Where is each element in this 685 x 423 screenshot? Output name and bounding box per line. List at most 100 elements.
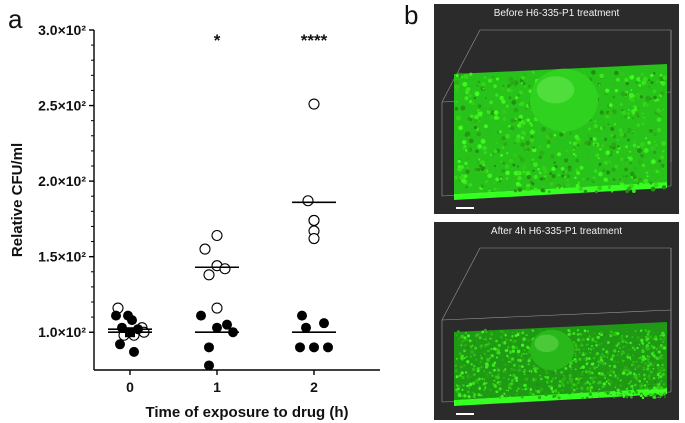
surface-texture-dot xyxy=(613,360,616,363)
surface-texture-dot xyxy=(520,357,525,361)
surface-texture-dot xyxy=(471,101,476,106)
surface-texture-dot xyxy=(607,123,610,126)
surface-texture-dot xyxy=(601,125,607,130)
surface-texture-dot xyxy=(473,96,477,100)
surface-texture-dot xyxy=(485,343,488,346)
surface-texture-dot xyxy=(551,166,556,172)
surface-texture-dot xyxy=(653,95,657,100)
surface-texture-dot xyxy=(643,357,647,361)
surface-texture-dot xyxy=(492,75,495,79)
surface-texture-dot xyxy=(635,377,639,381)
surface-texture-dot xyxy=(630,344,633,346)
surface-texture-dot xyxy=(467,148,471,152)
surface-texture-dot xyxy=(513,368,515,371)
surface-texture-dot xyxy=(573,348,576,351)
surface-texture-dot xyxy=(455,337,458,340)
surface-texture-dot xyxy=(485,180,489,184)
surface-texture-dot xyxy=(549,182,554,186)
surface-texture-dot xyxy=(549,172,553,176)
surface-texture-dot xyxy=(663,390,666,393)
y-tick-label: 3.0×10² xyxy=(38,22,86,38)
surface-texture-dot xyxy=(577,373,579,376)
surface-texture-dot xyxy=(455,375,459,379)
surface-texture-dot xyxy=(499,177,503,181)
surface-texture-dot xyxy=(513,175,518,180)
surface-texture-dot xyxy=(484,328,487,332)
surface-texture-dot xyxy=(627,112,630,115)
surface-texture-dot xyxy=(605,150,611,156)
surface-texture-dot xyxy=(618,393,622,397)
surface-texture-dot xyxy=(646,345,649,348)
surface-texture-dot xyxy=(533,162,538,167)
surface-texture-dot xyxy=(503,142,508,146)
surface-texture-dot xyxy=(661,372,665,377)
surface-texture-dot xyxy=(488,189,491,192)
surface-texture-dot xyxy=(538,329,542,333)
surface-texture-dot xyxy=(490,354,494,358)
surface-texture-dot xyxy=(652,72,656,75)
surface-texture-dot xyxy=(498,187,501,190)
surface-texture-dot xyxy=(532,393,535,396)
surface-texture-dot xyxy=(458,393,462,398)
surface-texture-dot xyxy=(509,351,512,354)
surface-texture-dot xyxy=(629,74,635,80)
surface-texture-dot xyxy=(475,334,479,337)
surface-texture-dot xyxy=(612,178,616,182)
surface-texture-dot xyxy=(617,361,619,363)
surface-texture-dot xyxy=(523,148,527,152)
surface-texture-dot xyxy=(478,158,481,161)
surface-texture-dot xyxy=(654,337,658,341)
surface-texture-dot xyxy=(482,145,487,151)
surface-texture-dot xyxy=(622,379,626,383)
surface-texture-dot xyxy=(514,334,518,338)
surface-texture-dot xyxy=(531,158,535,161)
surface-texture-dot xyxy=(575,377,578,381)
surface-texture-dot xyxy=(482,338,485,341)
surface-texture-dot xyxy=(570,366,573,369)
surface-texture-dot xyxy=(606,336,608,338)
surface-texture-dot xyxy=(484,338,487,341)
surface-texture-dot xyxy=(600,136,605,141)
surface-texture-dot xyxy=(479,384,482,387)
surface-texture-dot xyxy=(608,111,614,117)
surface-texture-dot xyxy=(631,336,634,338)
surface-texture-dot xyxy=(501,99,506,104)
surface-texture-dot xyxy=(519,382,522,386)
surface-texture-dot xyxy=(506,185,509,189)
surface-texture-dot xyxy=(640,361,643,364)
surface-texture-dot xyxy=(628,382,631,385)
surface-texture-dot xyxy=(460,341,463,344)
surface-texture-dot xyxy=(639,329,643,332)
surface-texture-dot xyxy=(598,371,601,375)
filled-circle-point xyxy=(309,342,319,353)
surface-texture-dot xyxy=(502,117,507,122)
surface-texture-dot xyxy=(562,185,565,188)
surface-texture-dot xyxy=(518,155,522,159)
surface-texture-dot xyxy=(529,388,533,391)
surface-texture-dot xyxy=(482,87,485,90)
surface-texture-dot xyxy=(493,368,496,371)
filled-circle-point xyxy=(297,310,307,321)
surface-texture-dot xyxy=(537,390,541,394)
surface-texture-dot xyxy=(518,393,522,396)
open-circle-point xyxy=(219,263,231,275)
surface-texture-dot xyxy=(554,369,557,373)
open-circle-point xyxy=(203,269,215,281)
surface-texture-dot xyxy=(575,354,577,357)
surface-texture-dot xyxy=(598,84,601,87)
surface-texture-dot xyxy=(649,338,653,342)
surface-texture-dot xyxy=(511,349,516,353)
surface-texture-dot xyxy=(565,372,568,375)
surface-texture-dot xyxy=(595,333,598,337)
surface-texture-dot xyxy=(509,159,513,163)
surface-texture-dot xyxy=(553,161,556,164)
surface-texture-dot xyxy=(589,367,591,369)
surface-texture-dot xyxy=(638,182,644,187)
surface-texture-dot xyxy=(465,157,469,161)
surface-texture-dot xyxy=(513,142,517,145)
surface-texture-dot xyxy=(521,164,527,170)
surface-texture-dot xyxy=(601,353,604,355)
surface-texture-dot xyxy=(524,388,527,391)
surface-texture-dot xyxy=(640,357,644,361)
surface-texture-dot xyxy=(586,389,591,393)
